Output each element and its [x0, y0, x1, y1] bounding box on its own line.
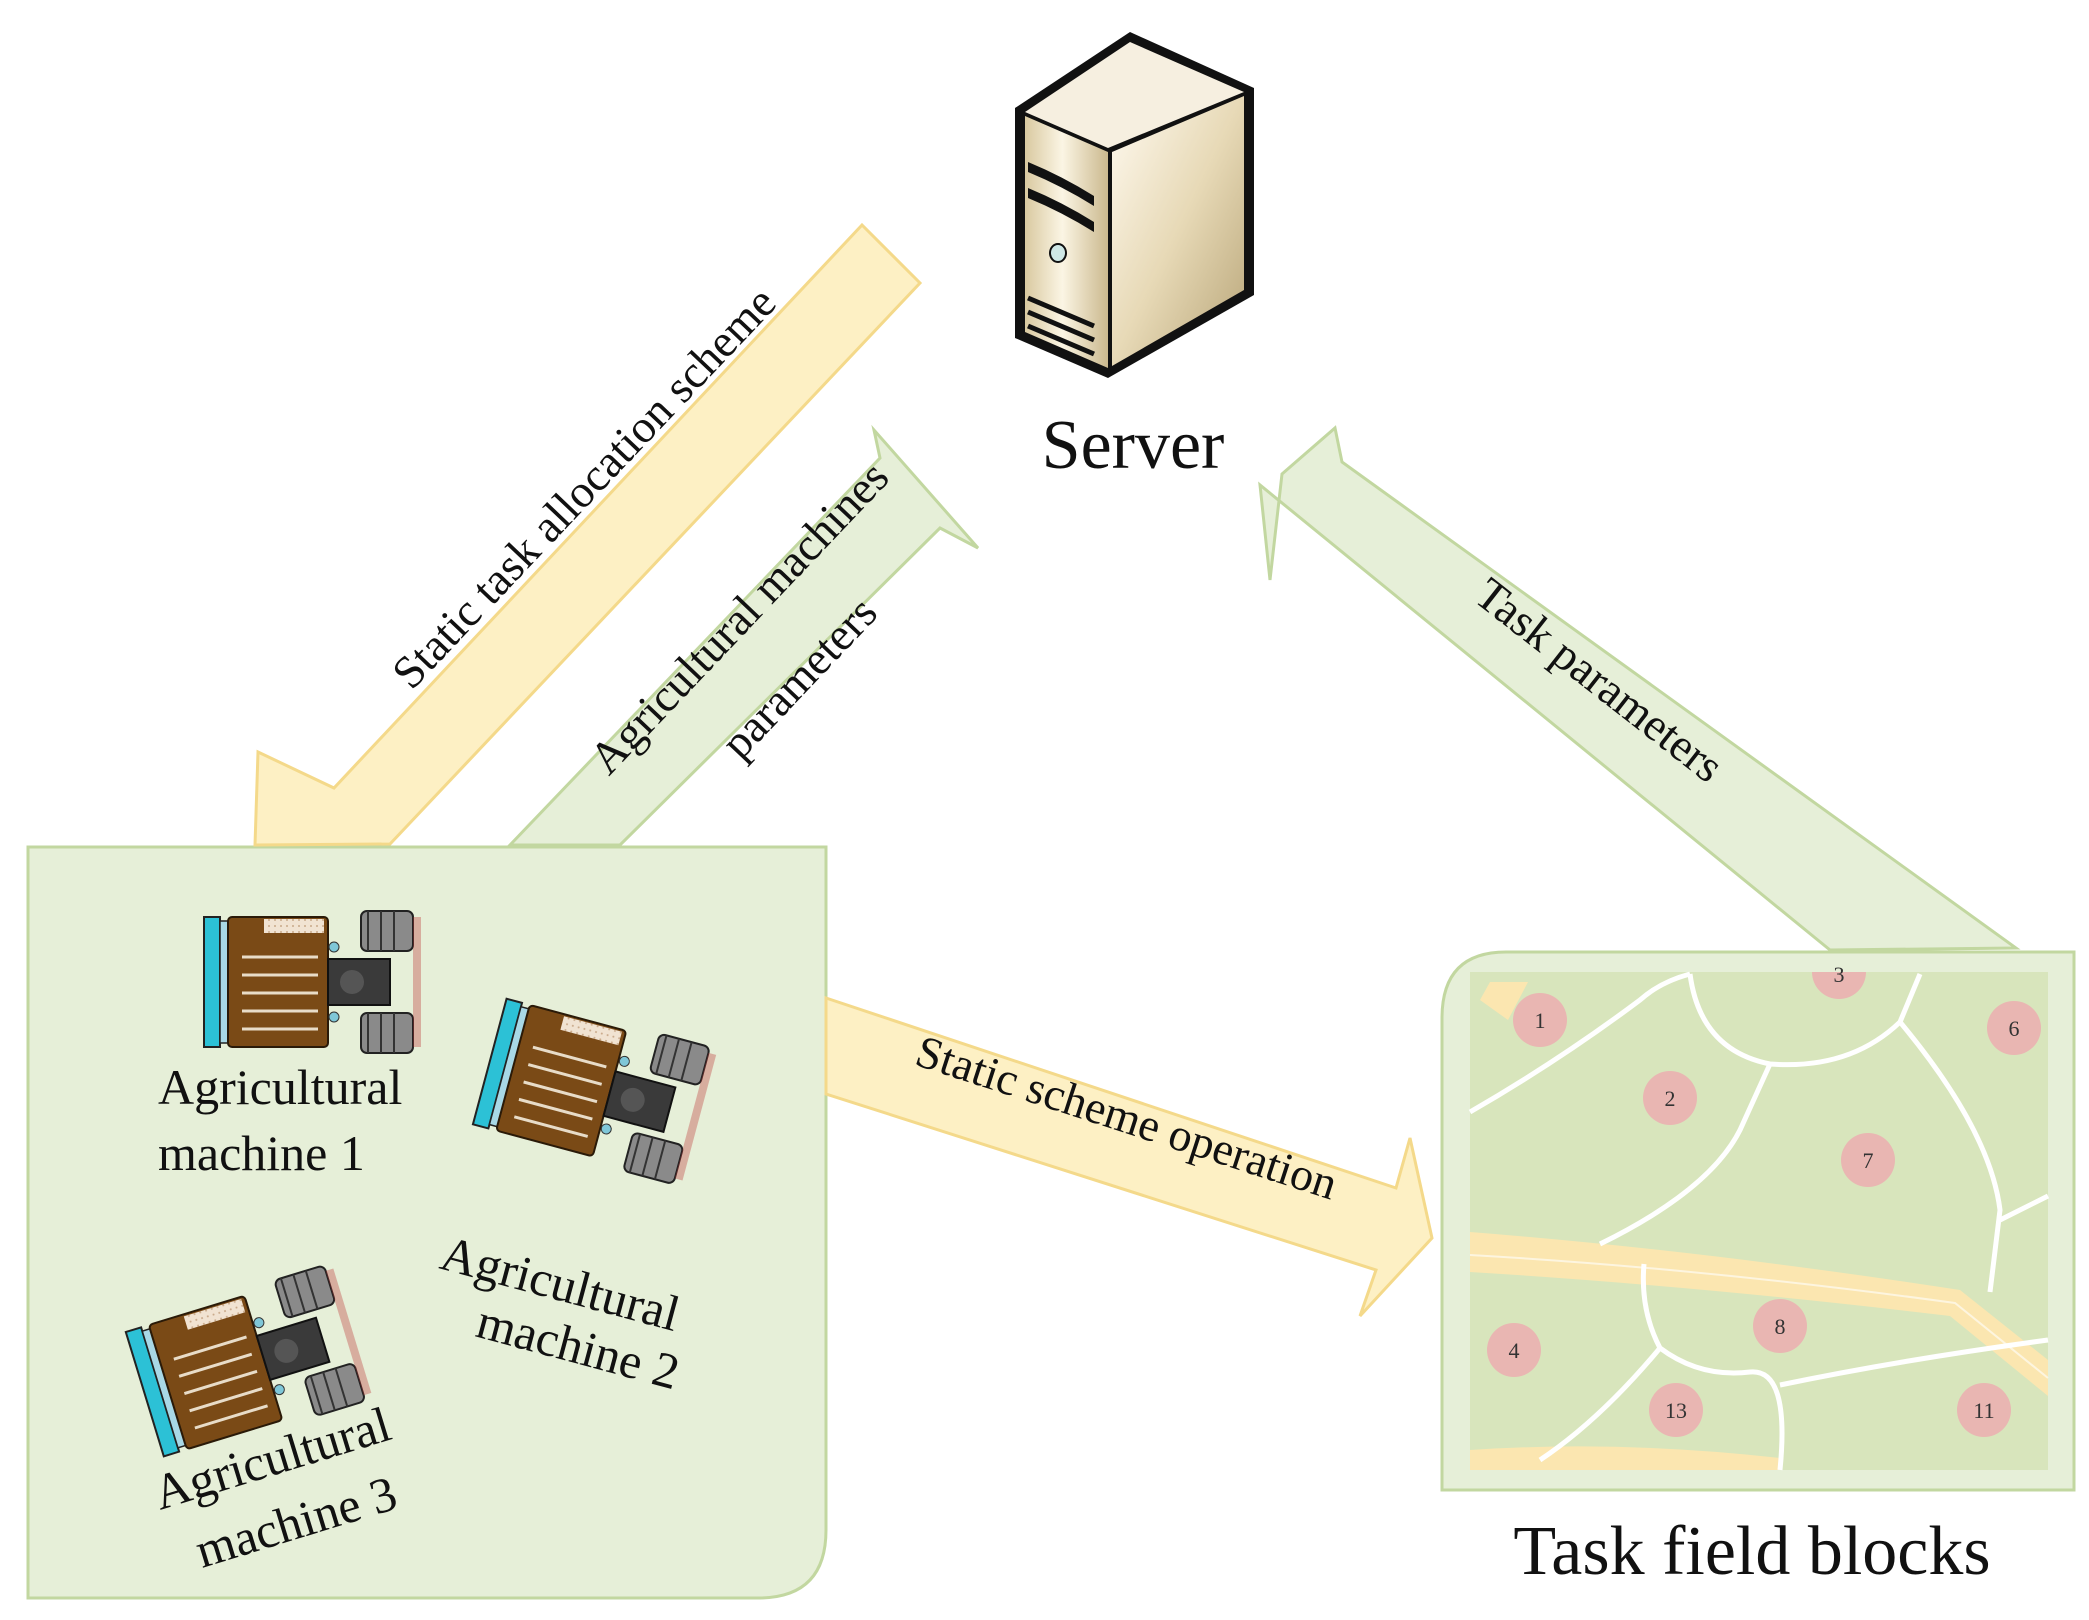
field-map: 1 2 3 4 6 7 8 11 13	[1468, 962, 2050, 1471]
field-block-7	[1841, 1133, 1895, 1187]
machine-1-label-line1: Agricultural	[158, 1059, 402, 1115]
task-field-label: Task field blocks	[1513, 1513, 1990, 1590]
field-block-2-label: 2	[1665, 1086, 1676, 1111]
field-block-13	[1649, 1383, 1703, 1437]
machine-1: Agricultural machine 1	[158, 909, 423, 1181]
task-params-arrow: Task parameters	[1258, 425, 2021, 952]
field-block-4	[1487, 1323, 1541, 1377]
field-block-8-label: 8	[1775, 1314, 1786, 1339]
machines-panel	[26, 845, 828, 1600]
field-block-7-label: 7	[1863, 1148, 1874, 1173]
field-block-8	[1753, 1299, 1807, 1353]
field-block-1-label: 1	[1535, 1008, 1546, 1033]
field-block-1	[1513, 993, 1567, 1047]
field-block-11	[1957, 1383, 2011, 1437]
field-block-11-label: 11	[1973, 1398, 1994, 1423]
field-block-markers: 1 2 3 4 6 7 8 11 13	[1487, 962, 2041, 1437]
field-block-13-label: 13	[1665, 1398, 1687, 1423]
machine-1-label-line2: machine 1	[158, 1125, 365, 1181]
task-field: 1 2 3 4 6 7 8 11 13 Task field blocks	[1440, 950, 2076, 1590]
scheme-operation-arrow: Static scheme operation	[824, 995, 1434, 1318]
server: Server	[1015, 32, 1254, 484]
tractor-icon	[202, 909, 423, 1055]
field-block-4-label: 4	[1509, 1338, 1520, 1363]
field-block-3	[1812, 972, 1866, 999]
field-block-2	[1643, 1071, 1697, 1125]
field-block-6	[1987, 1001, 2041, 1055]
field-block-3-label: 3	[1834, 962, 1845, 987]
server-label: Server	[1042, 407, 1225, 484]
field-block-6-label: 6	[2009, 1016, 2020, 1041]
server-icon	[1015, 32, 1254, 378]
